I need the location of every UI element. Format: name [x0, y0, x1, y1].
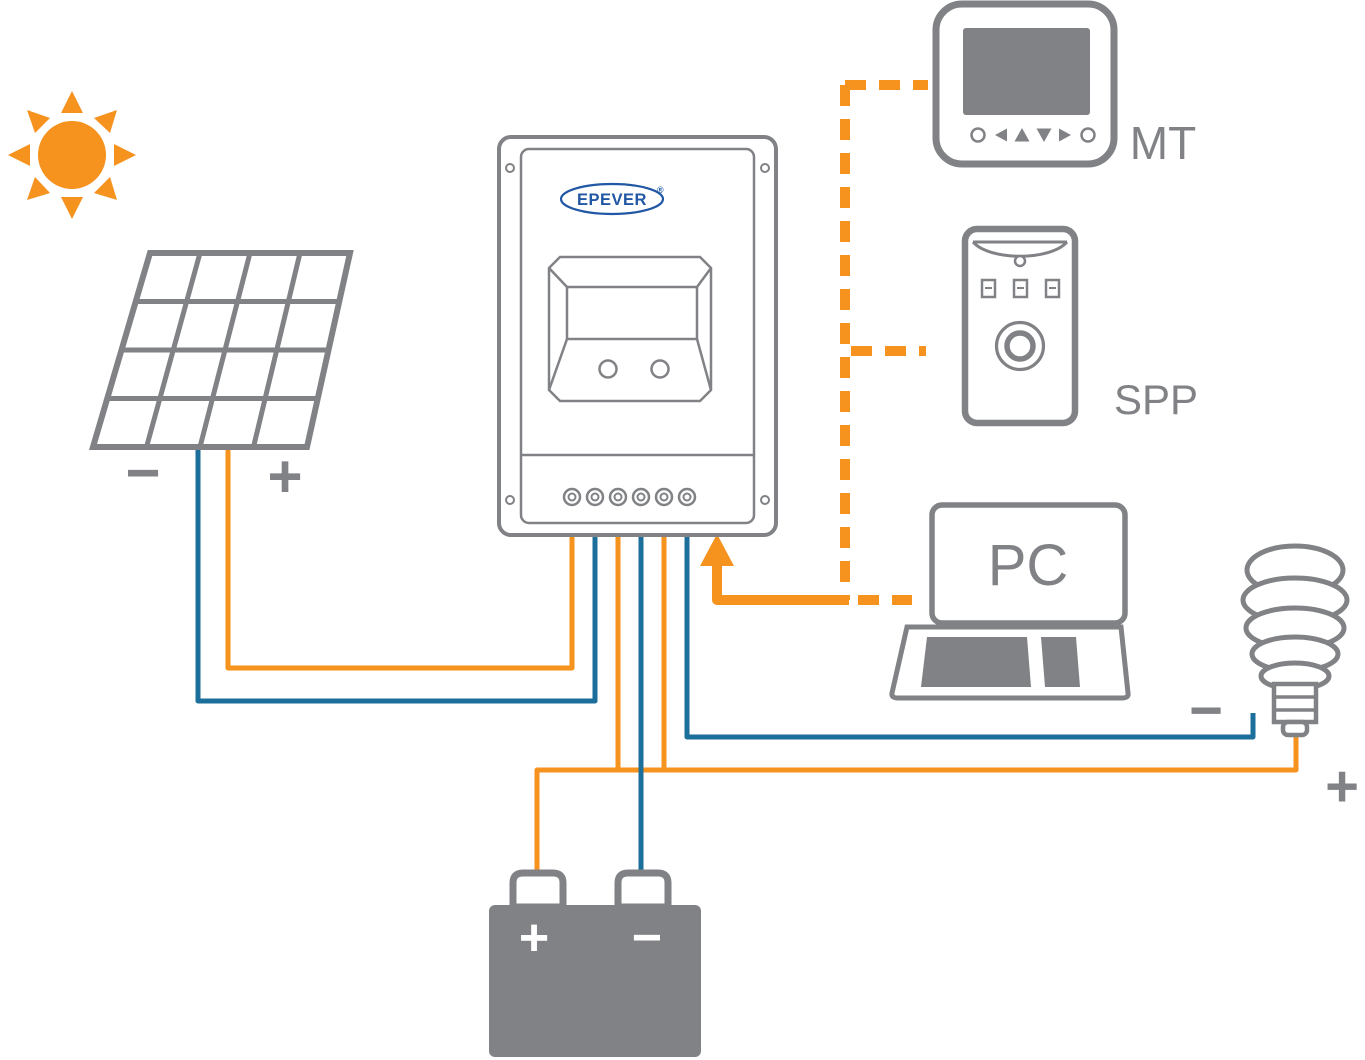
mt-button-down-icon — [1036, 128, 1052, 142]
controller-display — [547, 255, 713, 403]
mt-button-right-icon — [1059, 128, 1071, 142]
spp-connector-ports — [980, 278, 1061, 299]
pc-laptop: PC — [889, 502, 1131, 701]
mt-screen — [963, 28, 1090, 115]
spp-lens-icon — [994, 320, 1046, 372]
mt-button-up-icon — [1014, 128, 1030, 142]
mt-button-left-icon — [995, 128, 1007, 142]
epever-logo: EPEVER ® — [559, 182, 665, 216]
mt-button-circle-icon — [970, 127, 986, 143]
mt-remote-meter — [932, 0, 1118, 168]
battery-terminal-negative — [614, 869, 672, 911]
load-negative-label: − — [1189, 678, 1223, 743]
comm-arrow — [700, 534, 849, 605]
registered-mark: ® — [657, 185, 664, 195]
battery-and-load-wire-positive — [534, 535, 1299, 878]
battery-positive-label: + — [519, 909, 549, 967]
mt-label: MT — [1130, 117, 1196, 169]
load-wire-negative — [684, 535, 1256, 740]
mounting-screw-icons — [505, 163, 770, 505]
mt-button-circle-icon — [1080, 127, 1096, 143]
sun-icon — [8, 91, 136, 219]
bulb-base — [1271, 681, 1319, 738]
panel-positive-label: + — [267, 443, 302, 510]
panel-negative-label: − — [125, 439, 160, 506]
load-positive-label: + — [1325, 754, 1359, 819]
spp-device — [961, 225, 1079, 427]
charge-controller: EPEVER ® — [497, 135, 778, 537]
solar-panel: − + — [88, 250, 354, 510]
cfl-bulb — [1240, 543, 1350, 738]
battery-terminal-positive — [509, 869, 567, 911]
display-button-icon — [598, 359, 618, 379]
pv-wire-positive — [225, 447, 575, 671]
brand-text: EPEVER — [577, 191, 647, 209]
laptop-keyboard — [921, 637, 1031, 687]
battery-negative-label: − — [632, 909, 662, 967]
battery-body — [489, 905, 701, 1057]
spp-sensor-dot-icon — [1013, 254, 1027, 268]
pc-label: PC — [988, 533, 1069, 598]
battery: + − — [489, 869, 701, 1057]
pv-wire-negative — [195, 447, 598, 704]
spp-label: SPP — [1114, 376, 1198, 423]
controller-terminals — [521, 453, 754, 507]
laptop-touchpad — [1041, 637, 1080, 687]
mt-buttons — [970, 127, 1096, 143]
display-button-icon — [650, 359, 670, 379]
